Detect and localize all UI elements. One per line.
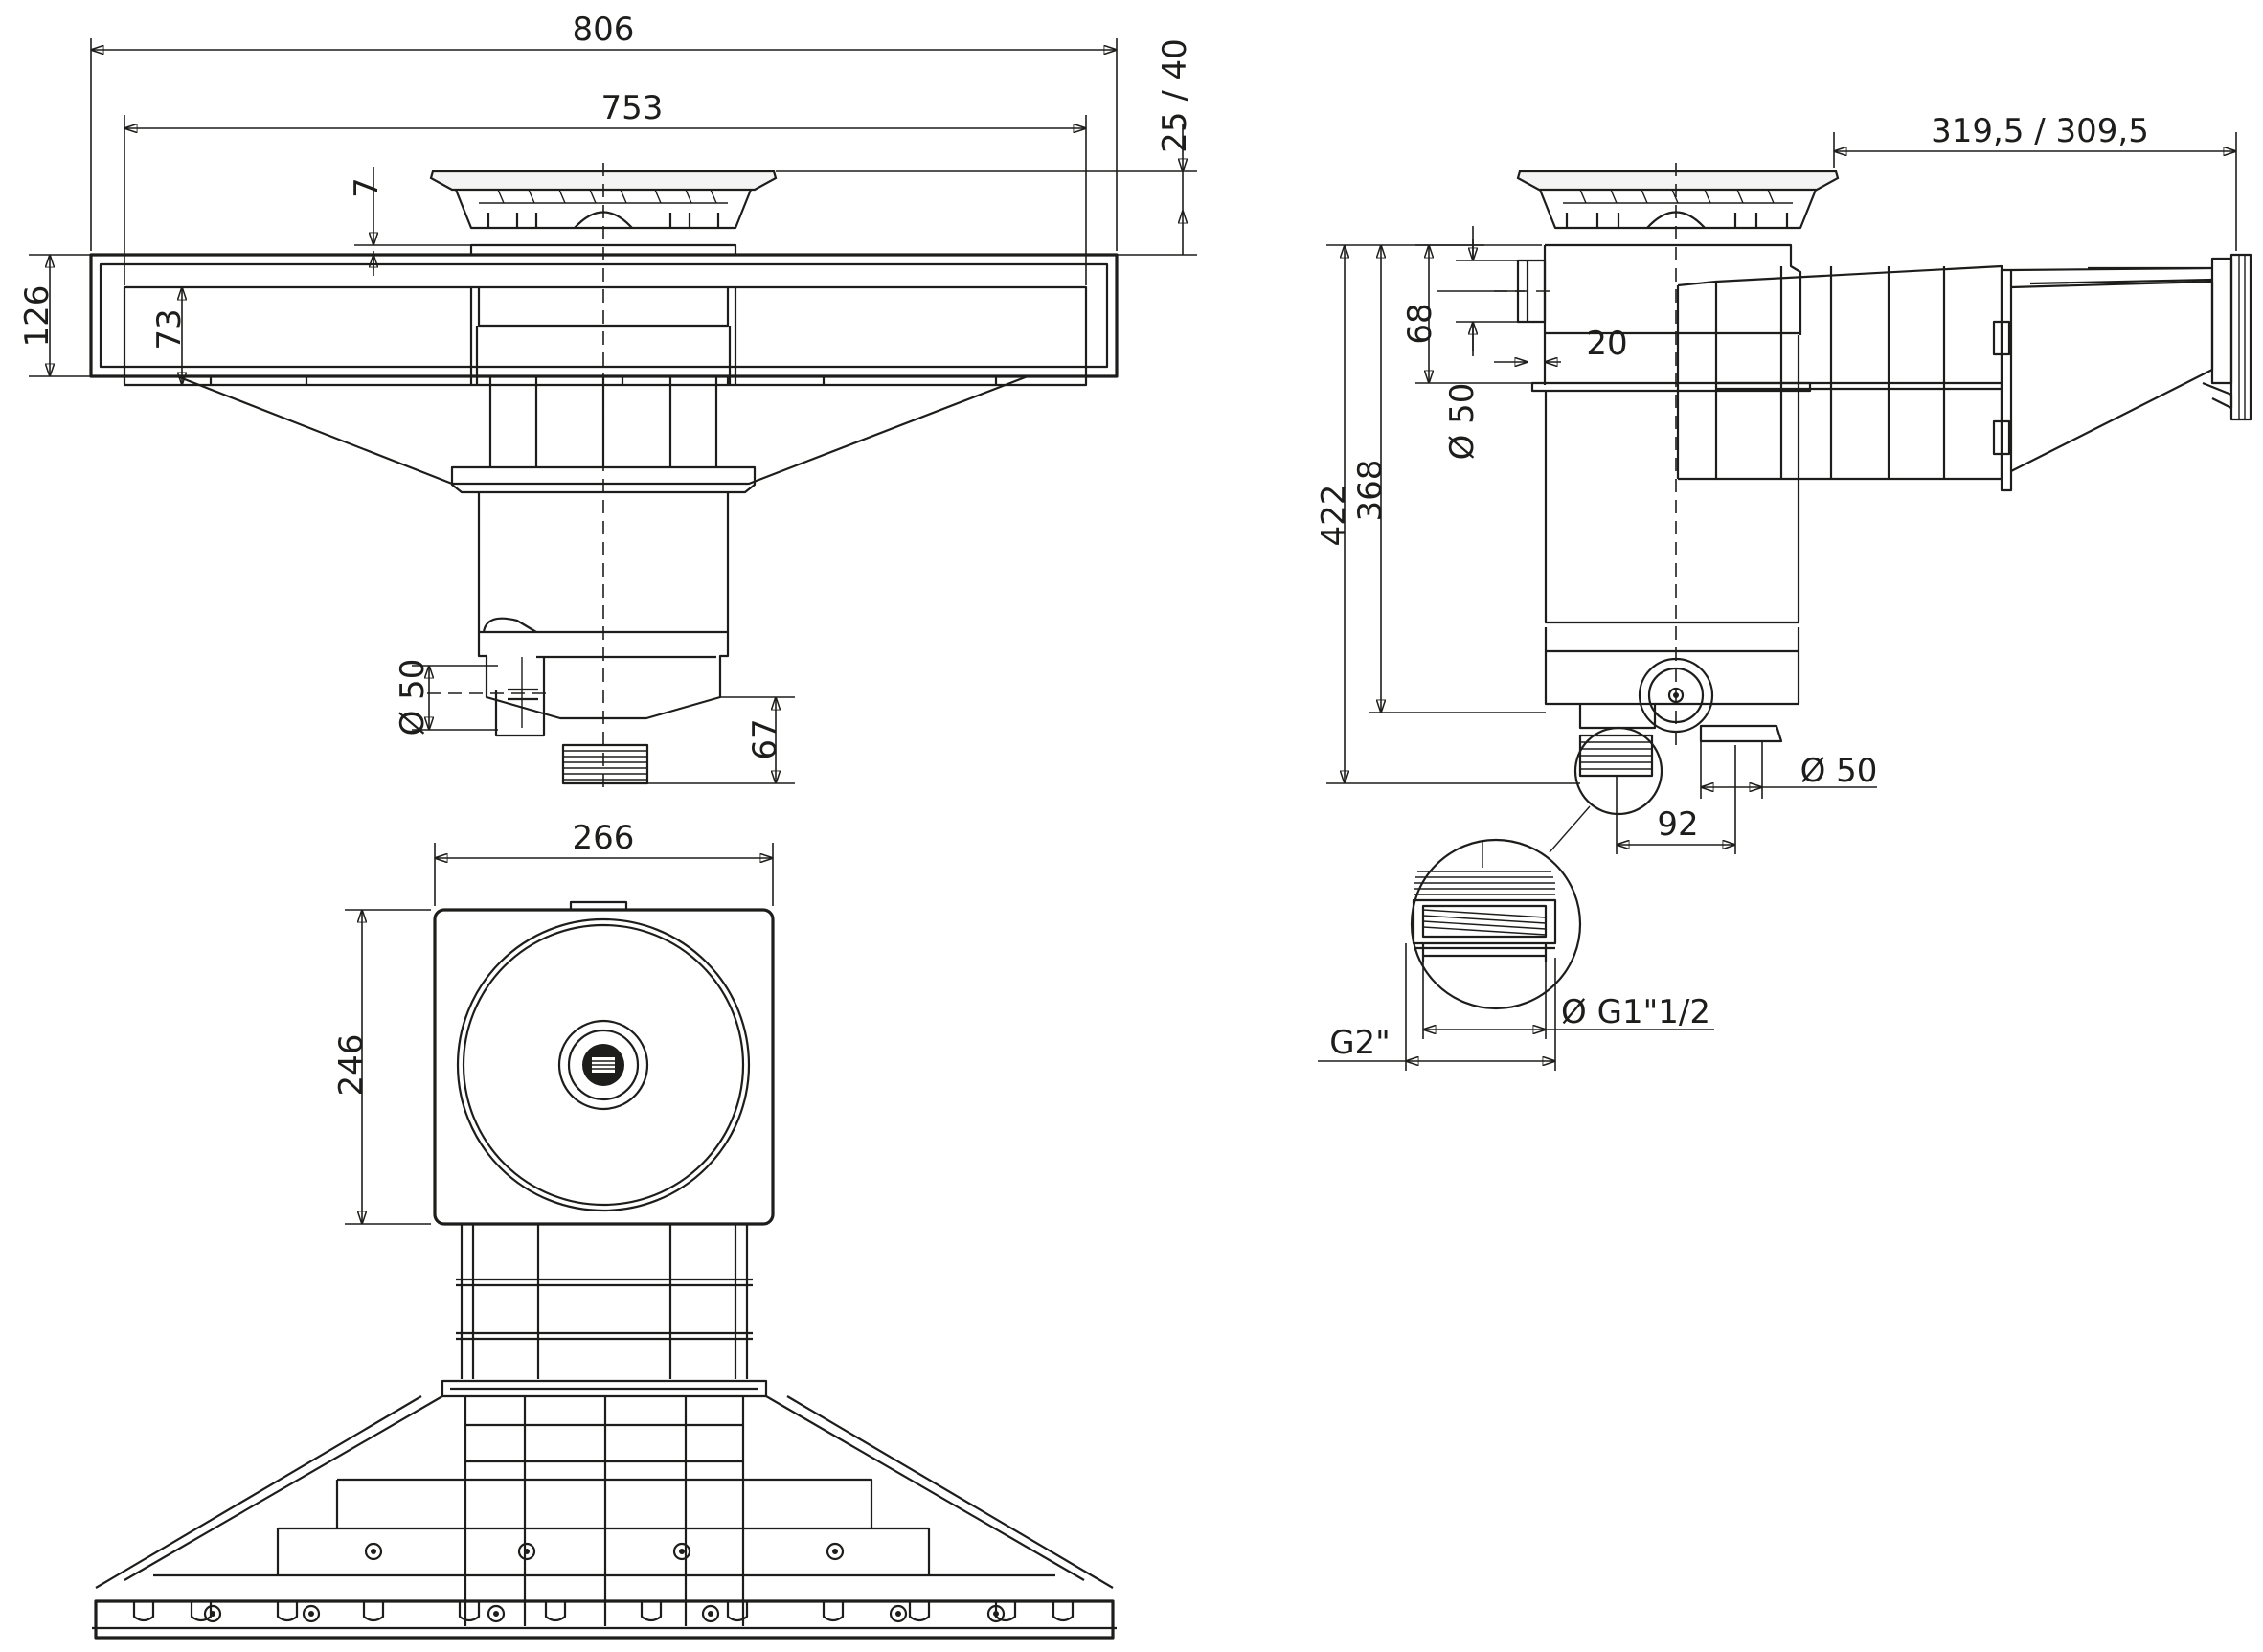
top-view-dimensions: 266 246: [332, 819, 774, 1225]
dim-flange-thickness: 7: [348, 177, 386, 198]
dim-top-depth: 246: [332, 1034, 371, 1097]
dim-outlet-drop: 67: [746, 718, 784, 759]
dim-flange-height: 25 / 40: [1156, 38, 1194, 153]
dim-thread-inner: Ø G1"1/2: [1561, 993, 1710, 1031]
dim-total-height: 422: [1315, 485, 1353, 547]
screw-holes: [203, 1542, 1006, 1623]
front-view-dimensions: 806 753 7 25 / 40 126 73 Ø 50 67: [18, 11, 1197, 784]
dim-mouth-height: 73: [150, 308, 189, 350]
dim-thread-outer: G2": [1329, 1024, 1391, 1062]
dim-side-inlet-height: 68: [1401, 303, 1439, 344]
dim-top-width: 266: [573, 819, 635, 857]
side-view-dimensions: 319,5 / 309,5 422 368 68 Ø 50 20 Ø 50 92: [1315, 112, 2237, 854]
top-view: [92, 900, 1117, 1640]
dim-mid-height: 368: [1351, 460, 1390, 522]
dim-width-inner: 753: [601, 89, 664, 127]
dim-outlet-diameter-front: Ø 50: [394, 659, 432, 736]
foot-pegs: [132, 1601, 1075, 1622]
dim-side-inlet-offset: 20: [1586, 325, 1627, 363]
dim-side-inlet-diameter: Ø 50: [1443, 383, 1482, 461]
dim-body-height-front: 126: [18, 285, 57, 348]
dim-outlet-diameter-side: Ø 50: [1800, 752, 1878, 790]
thread-dimensions: Ø G1"1/2 G2": [1318, 943, 1714, 1071]
dim-extension-length: 319,5 / 309,5: [1931, 112, 2149, 150]
front-view: [89, 163, 1119, 795]
thread-detail: [1410, 726, 1663, 1010]
dim-outlet-distance: 92: [1657, 805, 1698, 844]
side-view: [1494, 163, 2252, 778]
dim-width-overall: 806: [573, 11, 635, 49]
